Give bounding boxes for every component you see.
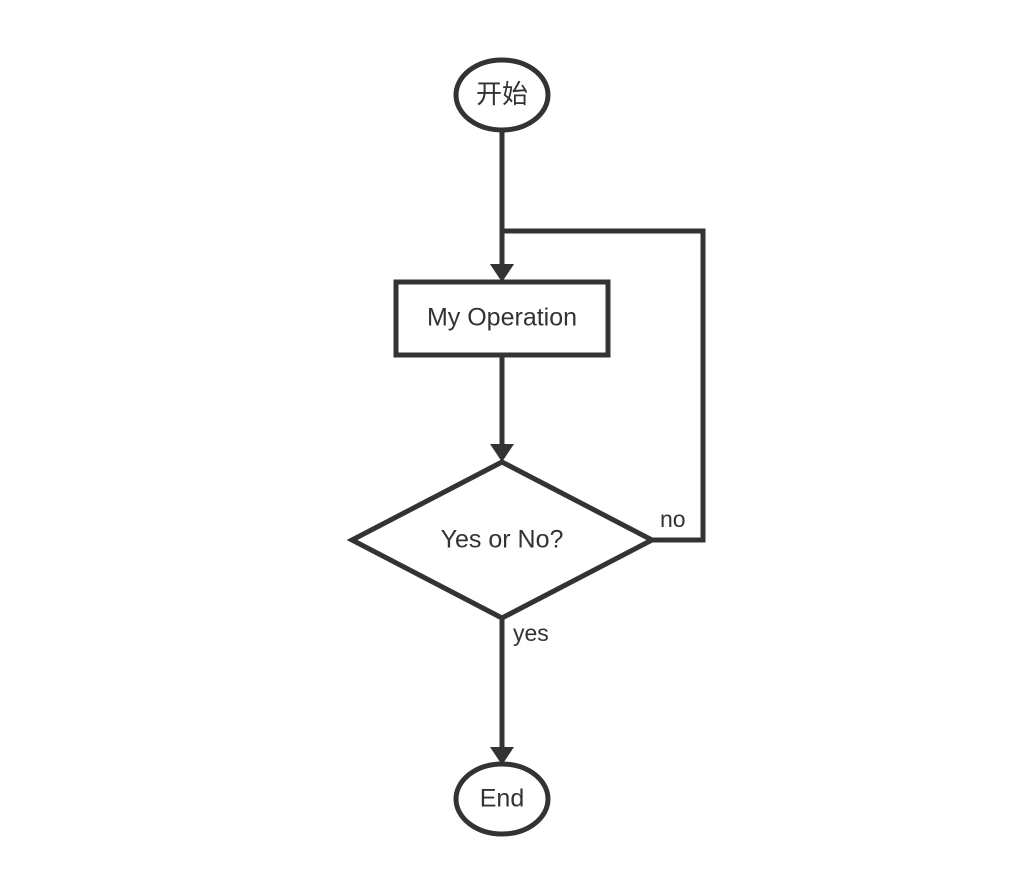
edge-label-yes: yes <box>513 620 549 646</box>
node-start-label: 开始 <box>476 79 528 109</box>
edge-label-no: no <box>660 506 686 532</box>
arrow-head-no-loop-into-operation <box>490 264 514 282</box>
node-operation-label: My Operation <box>427 304 577 332</box>
node-end[interactable]: End <box>453 761 551 837</box>
node-operation[interactable]: My Operation <box>393 279 611 358</box>
node-operation-rect[interactable] <box>393 279 611 358</box>
arrow-head-into-decision <box>490 444 514 462</box>
node-end-ellipse[interactable] <box>453 761 551 837</box>
edge-line-decision-no-loop <box>502 228 706 543</box>
edge-operation-to-decision <box>490 355 514 462</box>
arrow-head-into-end <box>490 747 514 765</box>
edge-decision-yes-to-end: yes <box>490 617 549 765</box>
node-decision-label: Yes or No? <box>441 526 564 554</box>
node-start-ellipse[interactable] <box>453 57 551 133</box>
edge-decision-no-loop: no <box>490 228 706 543</box>
node-decision-diamond[interactable] <box>346 459 658 621</box>
node-decision[interactable]: Yes or No? <box>346 459 658 621</box>
node-end-label: End <box>480 785 524 813</box>
node-start[interactable]: 开始 <box>453 57 551 133</box>
